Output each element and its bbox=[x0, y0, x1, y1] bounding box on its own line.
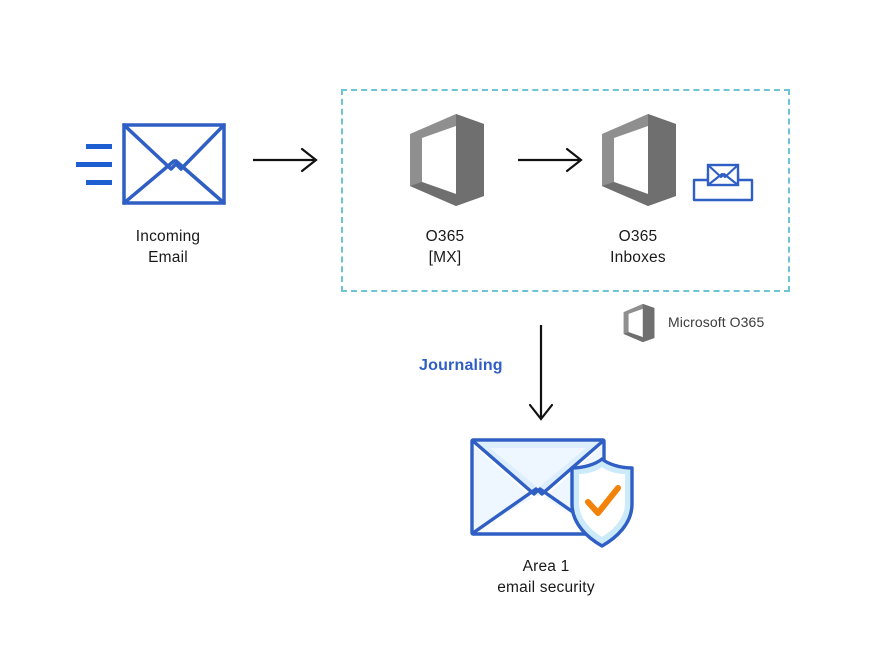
edge-incoming-to-mx bbox=[253, 145, 323, 175]
office-logo-window bbox=[422, 126, 456, 194]
office-logo-right-panel bbox=[642, 303, 655, 343]
office-logo-window bbox=[628, 308, 643, 338]
office-logo-bottom-wedge bbox=[410, 182, 456, 206]
arrow-right-icon bbox=[253, 147, 318, 173]
area1-envelope-flap-highlight bbox=[490, 448, 586, 488]
office-logo-bottom-wedge bbox=[623, 332, 643, 343]
office-logo-right-panel bbox=[648, 114, 676, 206]
area1-envelope-flap bbox=[471, 439, 605, 496]
incoming-email-caption: Incoming Email bbox=[135, 228, 201, 266]
area1-envelope-fold-left bbox=[471, 487, 538, 535]
arrow-down-icon bbox=[528, 325, 554, 421]
envelope-shield-check-icon bbox=[470, 438, 634, 548]
journaling-edge-label: Journaling bbox=[419, 357, 503, 374]
area1-caption: Area 1 email security bbox=[497, 558, 595, 596]
envelope-with-speed-lines-icon bbox=[76, 123, 226, 205]
incoming-email-node bbox=[76, 120, 226, 210]
office-logo-right-panel bbox=[456, 114, 484, 206]
area1-node bbox=[468, 434, 634, 550]
o365-inboxes-caption: O365 Inboxes bbox=[610, 228, 666, 266]
edge-mx-to-inboxes bbox=[518, 145, 588, 175]
office-365-logo-icon bbox=[602, 114, 676, 206]
microsoft-o365-boundary-zone bbox=[341, 89, 790, 292]
inbox-tray-envelope-icon bbox=[692, 163, 754, 202]
envelope-fold-right bbox=[174, 159, 226, 205]
inbox-envelope-flap bbox=[706, 163, 740, 179]
legend-office-icon-wrap bbox=[622, 303, 656, 343]
envelope-flap bbox=[122, 123, 226, 171]
o365-mx-caption: O365 [MX] bbox=[425, 228, 465, 266]
envelope-fold-left bbox=[122, 159, 176, 205]
legend-microsoft-o365-label: Microsoft O365 bbox=[668, 314, 765, 330]
o365-inboxes-node bbox=[600, 112, 678, 208]
o365-mx-node bbox=[408, 112, 486, 208]
office-logo-bottom-wedge bbox=[602, 182, 648, 206]
office-365-logo-icon bbox=[623, 303, 655, 343]
inbox-tray-node bbox=[692, 160, 754, 206]
inbox-envelope-fold-left bbox=[706, 172, 724, 187]
office-365-logo-icon bbox=[410, 114, 484, 206]
speed-line-middle bbox=[76, 162, 112, 167]
area1-envelope-left-panel bbox=[474, 446, 532, 532]
arrow-right-icon bbox=[518, 147, 583, 173]
speed-line-top bbox=[86, 144, 112, 149]
area1-shield-check bbox=[585, 485, 621, 516]
area1-shield-inner bbox=[579, 467, 625, 537]
edge-inboxes-to-area1 bbox=[524, 325, 558, 425]
office-logo-window bbox=[614, 126, 648, 194]
inbox-envelope-fold-right bbox=[722, 172, 740, 187]
speed-line-bottom bbox=[86, 180, 112, 185]
